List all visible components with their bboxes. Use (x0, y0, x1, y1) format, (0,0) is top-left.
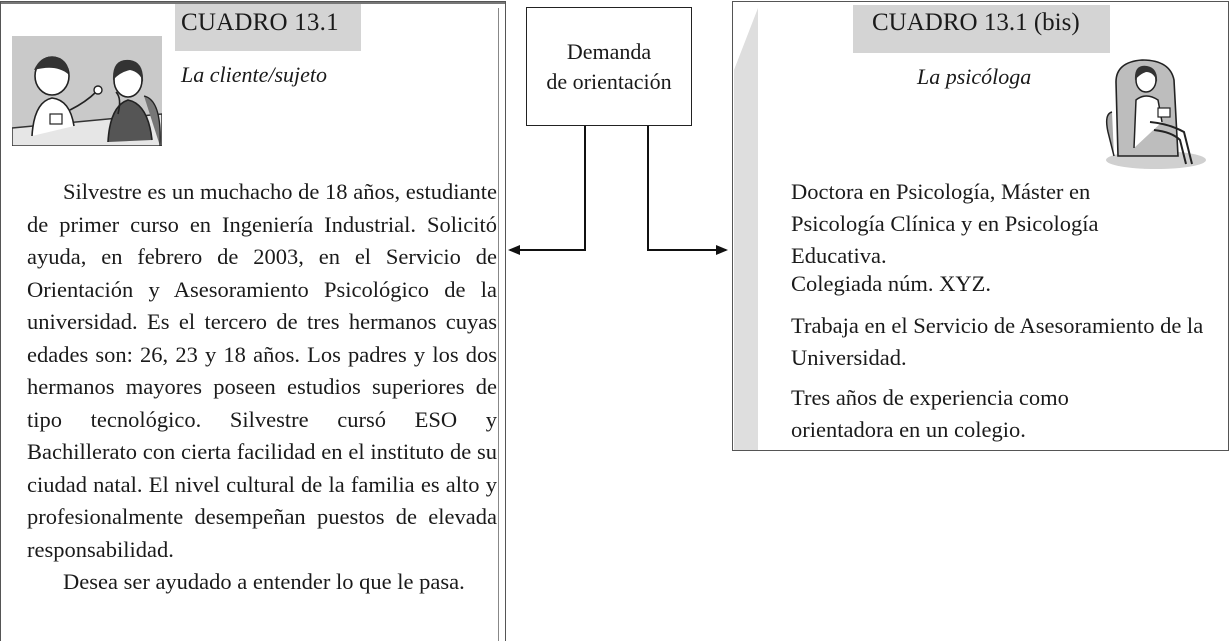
two-people-talking-illustration (12, 36, 162, 146)
arrow-to-client (508, 126, 586, 255)
box-header-band (853, 5, 1110, 53)
connector-arrows (508, 126, 728, 255)
arrow-to-psychologist (647, 126, 728, 255)
client-box-subtitle: La cliente/sujeto (181, 62, 328, 87)
client-paragraph: Silvestre es un muchacho de 18 años, est… (27, 179, 497, 562)
psychologist-box-title: CUADRO 13.1 (bis) (872, 9, 1080, 36)
psychologist-paragraph: Colegiada núm. XYZ. (791, 271, 991, 296)
demand-label-line2: de orientación (546, 68, 672, 94)
psychologist-paragraph: Trabaja en el Servicio de Asesoramiento … (791, 313, 1204, 370)
box-side-strip (734, 8, 758, 450)
box-inner-rule (498, 8, 499, 641)
psychologist-paragraph: Tres años de experiencia como orientador… (791, 385, 1069, 442)
psychologist-paragraph: Doctora en Psicología, Máster en Psicolo… (791, 179, 1099, 268)
psychologist-in-armchair-illustration (1105, 59, 1206, 169)
box-folded-corner (734, 8, 758, 70)
box-header-band (175, 4, 361, 51)
client-paragraph: Desea ser ayudado a entender lo que le p… (63, 569, 465, 594)
client-box-title: CUADRO 13.1 (181, 9, 339, 36)
demand-box: Demanda de orientación (526, 7, 692, 126)
client-description: Silvestre es un muchacho de 18 años, est… (27, 176, 497, 599)
psychologist-box-subtitle: La psicóloga (917, 64, 1032, 89)
demand-label-line1: Demanda (566, 38, 652, 64)
